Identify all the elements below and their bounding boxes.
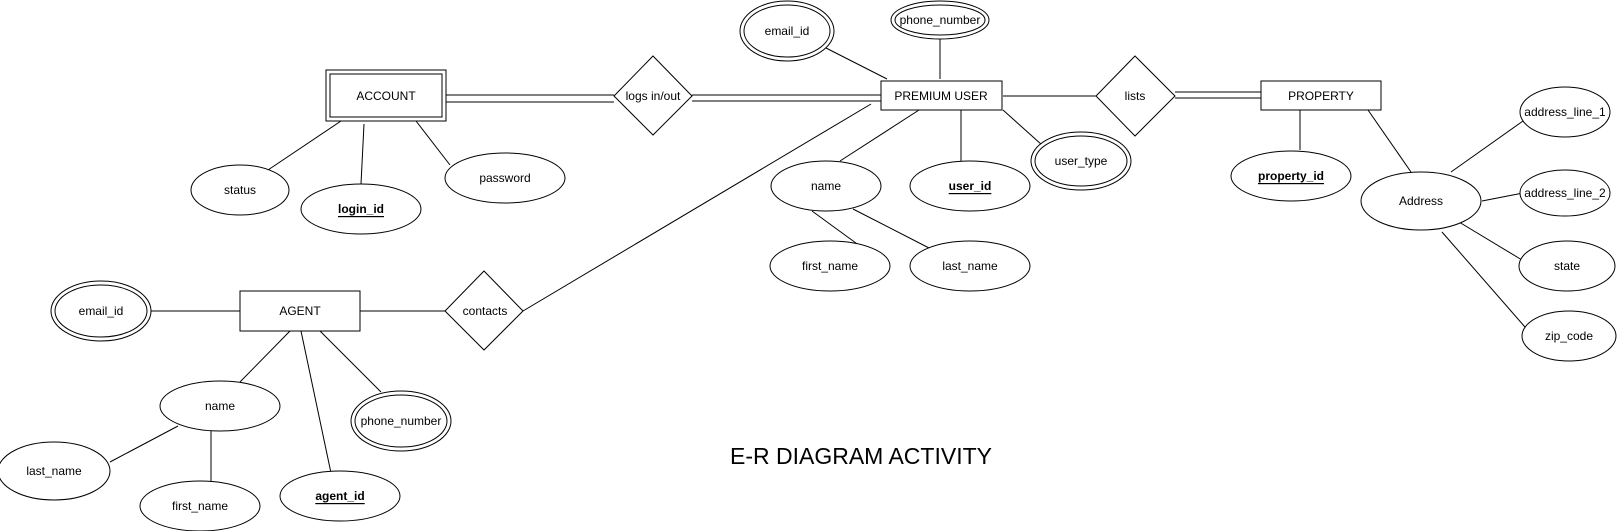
attr-pu-user-id-label: user_id [949,179,992,193]
entity-account-label: ACCOUNT [356,89,416,103]
attr-pu-name[interactable]: name [770,160,882,212]
entity-premium-user[interactable]: PREMIUM USER [880,80,1003,111]
attr-prop-address-line-1[interactable]: address_line_1 [1519,86,1611,138]
addr-zip-line [1441,231,1526,328]
relationship-lists-label: lists [1125,89,1146,103]
attr-account-password-label: password [479,171,530,185]
attr-agent-phone-number-label: phone_number [361,414,442,428]
attr-pu-user-type[interactable]: user_type [1030,131,1132,191]
attr-prop-state-label: state [1554,259,1580,273]
attr-pu-first-name-label: first_name [802,259,858,273]
attr-pu-email-id[interactable]: email_id [739,0,835,62]
entity-property[interactable]: PROPERTY [1260,80,1382,111]
attr-prop-address-line-2[interactable]: address_line_2 [1519,169,1611,217]
pu-usertype-line [1002,109,1043,146]
addr-line1-line [1450,120,1524,173]
attr-agent-name-label: name [205,399,235,413]
entity-property-label: PROPERTY [1288,89,1354,103]
addr-line2-line [1481,192,1524,202]
attr-prop-address-line-1-label: address_line_1 [1524,105,1606,119]
attr-pu-first-name[interactable]: first_name [769,240,891,292]
pu-name-line [839,109,920,162]
relationship-contacts-label: contacts [463,304,508,318]
attr-agent-last-name[interactable]: last_name [0,441,111,501]
attr-pu-phone-number-label: phone_number [900,13,981,27]
attr-agent-agent-id-label: agent_id [315,489,364,503]
attr-agent-last-name-label: last_name [26,464,82,478]
attr-agent-first-name-label: first_name [172,499,228,513]
user-contacts-line [522,103,872,312]
attr-account-login-id[interactable]: login_id [300,183,422,235]
relationship-lists[interactable]: lists [1095,55,1176,137]
pu-lastname-line [852,208,932,250]
attr-pu-name-label: name [811,179,841,193]
attr-prop-zip-code[interactable]: zip_code [1521,310,1617,362]
agent-agentid-line [300,330,332,474]
agent-phone-line [319,330,382,393]
pu-firstname-line [811,210,861,247]
attr-prop-property-id[interactable]: property_id [1230,150,1352,202]
attr-pu-user-id[interactable]: user_id [909,160,1031,212]
entity-agent-label: AGENT [279,304,321,318]
attr-prop-address-line-2-label: address_line_2 [1524,186,1606,200]
pu-email-line [825,47,888,80]
entity-premium-user-label: PREMIUM USER [894,89,988,103]
entity-account[interactable]: ACCOUNT [325,69,447,122]
attr-pu-phone-number[interactable]: phone_number [890,0,990,40]
relationship-logs[interactable]: logs in/out [613,55,693,136]
attr-prop-property-id-label: property_id [1258,169,1324,183]
attr-prop-address-label: Address [1399,194,1443,208]
attr-pu-email-id-label: email_id [765,24,810,38]
account-login-line [360,123,365,185]
prop-address-line [1367,109,1412,173]
attr-prop-state[interactable]: state [1518,240,1616,292]
attr-prop-address[interactable]: Address [1360,171,1482,231]
attr-pu-last-name[interactable]: last_name [909,240,1031,292]
agent-name-line [239,330,291,383]
attr-account-password[interactable]: password [444,152,566,204]
attr-pu-user-type-label: user_type [1055,154,1108,168]
attr-account-status-label: status [224,183,256,197]
attr-pu-last-name-label: last_name [942,259,998,273]
attr-prop-zip-code-label: zip_code [1545,329,1593,343]
relationship-logs-label: logs in/out [626,89,681,103]
attr-agent-agent-id[interactable]: agent_id [279,470,401,522]
attr-agent-email-id-label: email_id [79,304,124,318]
account-status-line [267,120,342,171]
attr-agent-name[interactable]: name [159,380,281,432]
attr-account-status[interactable]: status [190,164,290,216]
entity-agent[interactable]: AGENT [239,290,361,332]
account-password-line [415,120,451,166]
connector-lines [109,39,1526,481]
relationship-contacts[interactable]: contacts [444,270,524,351]
addr-state-line [1458,221,1523,261]
agent-lastname-line [109,425,179,463]
attr-agent-first-name[interactable]: first_name [139,480,261,531]
diagram-title: E-R DIAGRAM ACTIVITY [730,443,992,469]
attr-agent-phone-number[interactable]: phone_number [350,390,452,452]
attr-agent-email-id[interactable]: email_id [50,280,152,342]
attr-account-login-id-label: login_id [338,202,384,216]
